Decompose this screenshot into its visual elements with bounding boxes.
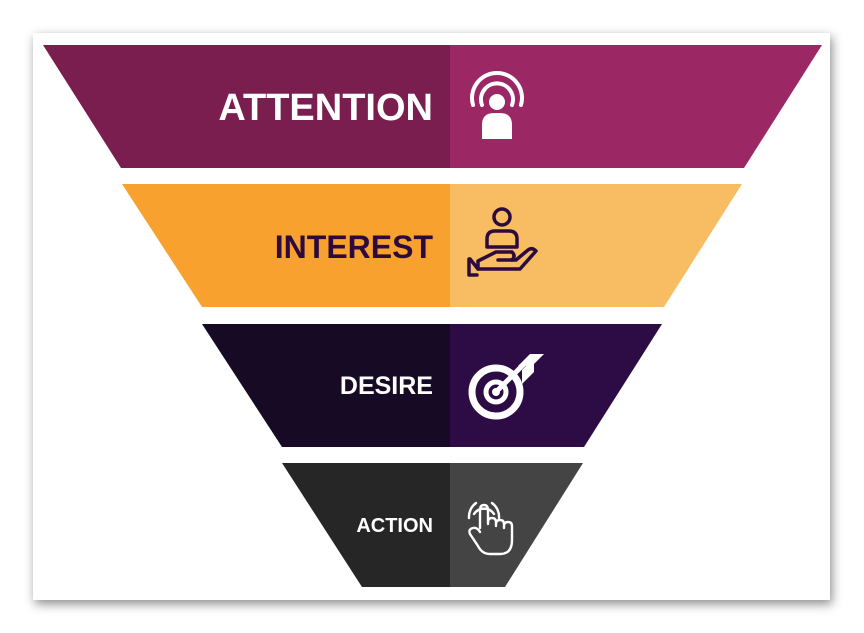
stage-interest-right-segment <box>450 184 742 307</box>
stage-action-label: ACTION <box>356 515 433 537</box>
tap-hand-icon <box>467 501 514 556</box>
stage-desire-right-segment <box>450 324 662 447</box>
stage-attention-label: ATTENTION <box>218 87 433 129</box>
stage-attention-left-segment <box>43 45 450 168</box>
funnel-stage-desire: DESIRE <box>202 324 662 447</box>
hand-holding-person-icon <box>467 207 538 277</box>
stage-interest-label: INTEREST <box>275 229 434 265</box>
stage-desire-left-segment <box>202 324 450 447</box>
funnel-stage-attention: ATTENTION <box>43 45 822 168</box>
broadcast-person-icon <box>470 71 524 139</box>
stage-attention-right-segment <box>450 45 822 168</box>
stage-interest-left-segment <box>122 184 450 307</box>
target-arrow-icon <box>468 354 544 420</box>
funnel-stage-action: ACTION <box>282 463 583 587</box>
stage-desire-label: DESIRE <box>340 372 433 400</box>
stage-action-left-segment <box>282 463 450 587</box>
stage-action-right-segment <box>450 463 583 587</box>
funnel-stage-interest: INTEREST <box>122 184 742 307</box>
